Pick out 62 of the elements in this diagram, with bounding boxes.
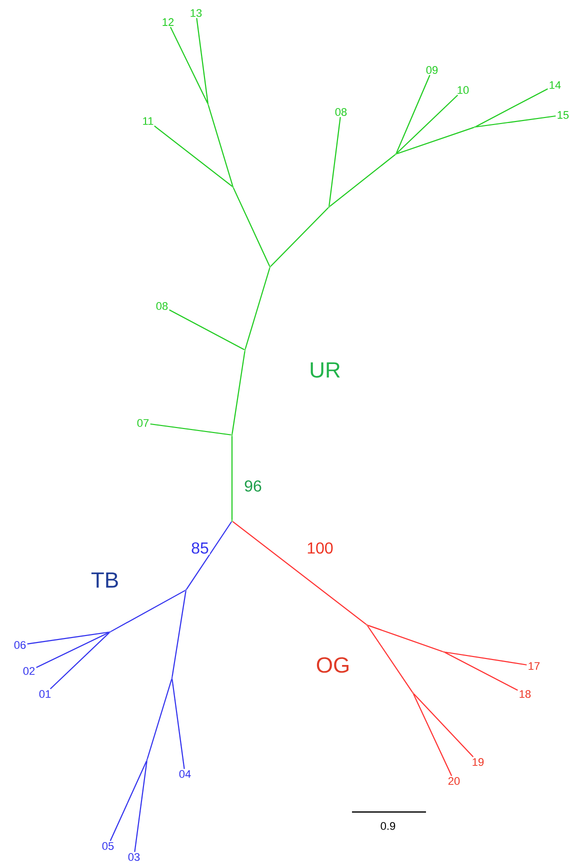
leaf-label: 12 <box>162 18 174 26</box>
branch-line <box>476 115 556 128</box>
branch-line <box>476 88 548 128</box>
branch-line <box>232 350 246 434</box>
branch-line <box>270 207 329 267</box>
branch-line <box>186 521 232 590</box>
branch-line <box>232 188 270 266</box>
leaf-label: 11 <box>143 117 154 125</box>
leaf-label: 20 <box>448 777 460 785</box>
branch-line <box>328 117 341 206</box>
branch-line <box>412 694 452 776</box>
branch-line <box>27 632 110 644</box>
branch-line <box>208 104 234 186</box>
leaf-label: 13 <box>190 9 202 17</box>
clade-label: OG <box>316 657 348 673</box>
leaf-label: 05 <box>102 842 114 850</box>
leaf-label: 17 <box>528 662 540 670</box>
branch-line <box>110 760 148 842</box>
branch-line <box>329 154 396 207</box>
branch-line <box>232 521 367 625</box>
leaf-label: 08 <box>156 302 168 310</box>
leaf-label: 06 <box>14 641 26 649</box>
branch-line <box>50 632 110 690</box>
support-value: 96 <box>243 479 263 493</box>
branch-line <box>150 423 232 436</box>
support-value: 85 <box>190 541 210 555</box>
branch-line <box>196 18 208 104</box>
leaf-label: 14 <box>550 81 561 89</box>
branch-line <box>231 436 233 520</box>
clade-label: UR <box>310 362 340 378</box>
branch-line <box>444 652 518 691</box>
branch-line <box>36 632 110 668</box>
branch-line <box>146 678 172 760</box>
branch-line <box>368 624 444 652</box>
branch-line <box>396 74 430 154</box>
leaf-label: 10 <box>458 86 469 94</box>
branch-line <box>396 94 458 154</box>
leaf-label: 19 <box>472 758 484 766</box>
branch-line <box>110 590 186 632</box>
branch-line <box>154 126 233 187</box>
leaf-label: 04 <box>179 770 191 778</box>
branch-line <box>367 625 413 693</box>
leaf-label: 02 <box>23 667 35 675</box>
leaf-label: 09 <box>426 66 438 74</box>
branch-line <box>172 590 186 678</box>
clade-label: TB <box>91 572 118 588</box>
branch-line <box>244 268 270 350</box>
leaf-label: 03 <box>128 853 140 861</box>
leaf-label: 01 <box>39 690 51 698</box>
leaf-label: 08 <box>335 108 347 116</box>
branch-line <box>170 26 208 104</box>
branch-line <box>134 760 148 852</box>
leaf-label: 07 <box>137 419 149 427</box>
branch-line <box>172 678 185 769</box>
branch-line <box>396 126 474 154</box>
leaf-label: 18 <box>520 690 531 698</box>
branch-line <box>444 652 527 666</box>
leaf-label: 15 <box>558 111 569 119</box>
branch-line <box>413 693 474 758</box>
scale-value: 0.9 <box>380 822 396 830</box>
branch-line <box>169 309 244 350</box>
support-value: 100 <box>306 541 334 555</box>
